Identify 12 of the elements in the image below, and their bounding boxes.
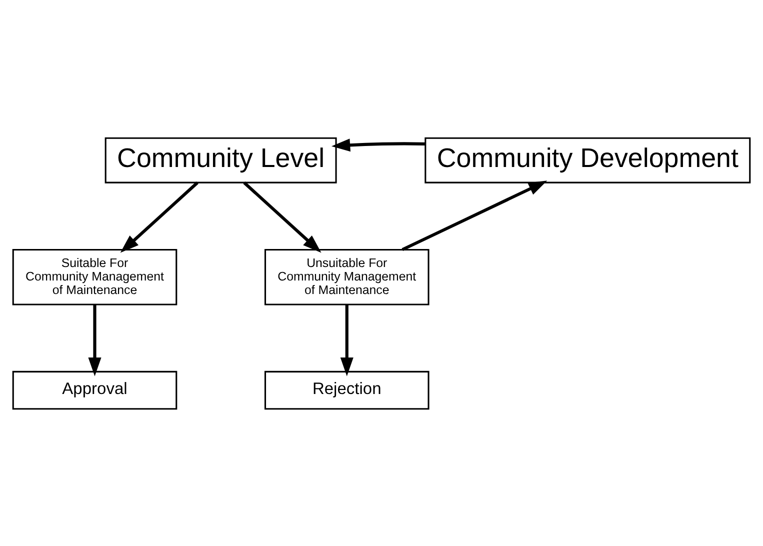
arrow <box>243 181 322 252</box>
node-box: Suitable For Community Management of Maintenance <box>12 248 178 305</box>
arrow <box>331 138 426 152</box>
node-box: Rejection <box>264 370 430 410</box>
arrow <box>340 304 354 376</box>
arrow <box>402 180 548 251</box>
node-box: Approval <box>12 370 178 410</box>
node-box: Unsuitable For Community Management of Maintenance <box>264 248 430 305</box>
arrow <box>120 181 198 252</box>
arrow <box>88 304 102 376</box>
node-box: Community Level <box>104 136 337 183</box>
node-box: Community Development <box>424 136 751 183</box>
